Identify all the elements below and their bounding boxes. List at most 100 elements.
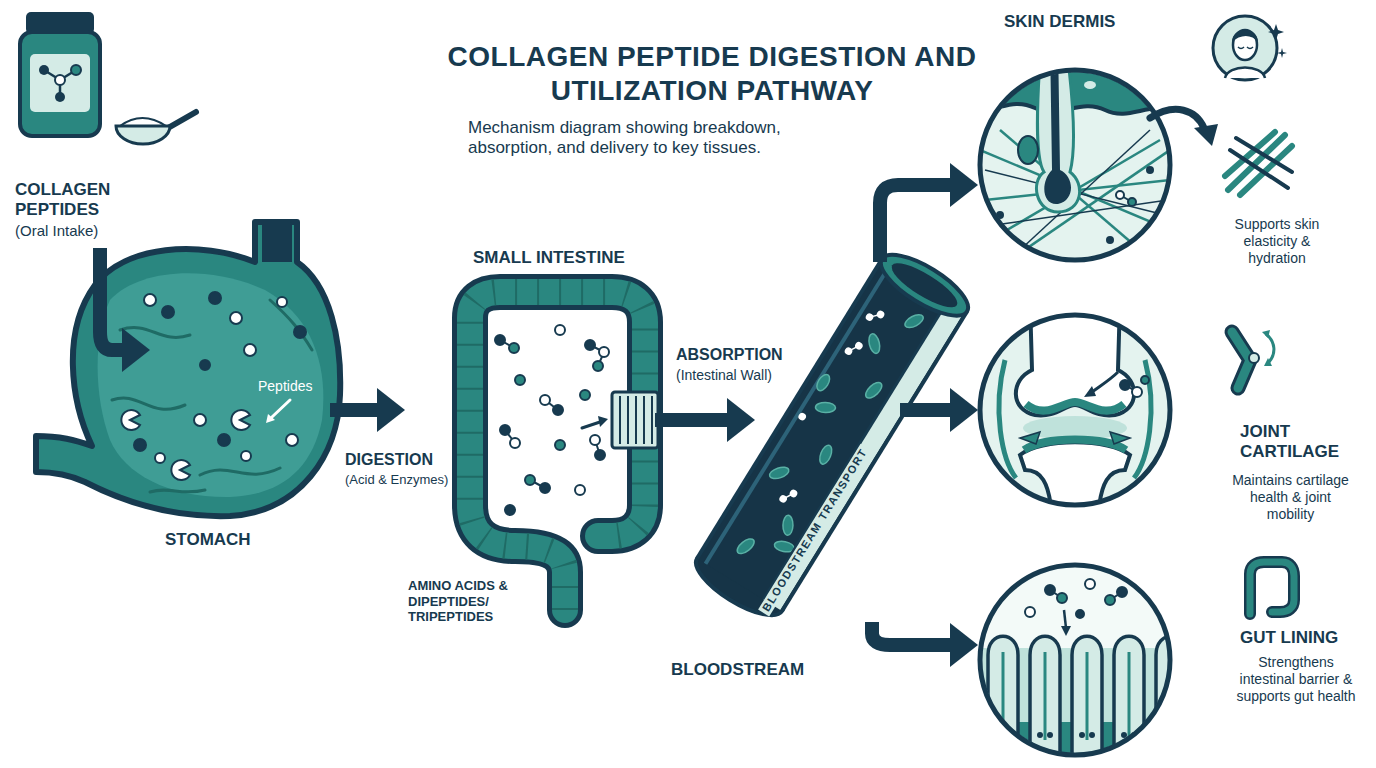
stomach-illustration-part-part	[194, 414, 206, 426]
small-intestine-illustration-part-part	[651, 396, 653, 444]
gut-lining-cross-section	[975, 560, 1186, 762]
stomach-illustration-part-part	[294, 326, 306, 338]
skin-cross-section-part-part	[1044, 40, 1071, 204]
arrow-head	[950, 623, 978, 667]
node-text: Supports skin elasticity & hydration	[1216, 216, 1338, 266]
face-icon-part	[1213, 16, 1277, 80]
skin-cross-section-part-part-part	[1128, 198, 1136, 206]
scoop-part	[168, 112, 196, 128]
small-intestine-illustration-part-part	[540, 395, 550, 405]
blood-vessel-part-part	[865, 313, 873, 321]
stomach-illustration-part	[112, 300, 312, 492]
gut-lining-cross-section-part	[975, 560, 1186, 762]
gut-lining-cross-section-part-part-part	[995, 732, 1001, 738]
blood-vessel-part-part	[844, 347, 852, 355]
stomach-illustration-part	[266, 414, 275, 423]
intestine-node: SMALL INTESTINEAMINO ACIDS & DIPEPTIDES/…	[405, 245, 655, 630]
gut-lining-cross-section-part-part-part	[1037, 732, 1043, 738]
annotation-label: (Intestinal Wall)	[673, 367, 775, 384]
arrow-head	[950, 163, 978, 207]
collagen-fiber-icon-part	[1225, 132, 1292, 195]
blood-vessel-part-part	[735, 536, 757, 556]
face-icon-part	[1232, 30, 1258, 42]
stomach-illustration-part-part	[200, 360, 210, 370]
gut-lining-cross-section-part-part-part	[1025, 607, 1035, 617]
skin-cross-section-part-part-part	[995, 200, 1168, 225]
gut-lining-cross-section-part-part-part	[1057, 593, 1067, 603]
gut-lining-cross-section-part-part-part	[1044, 652, 1047, 740]
flow-arrow	[100, 248, 150, 372]
face-icon-part	[1225, 68, 1265, 79]
gut-node: GUT LININGStrengthens intestinal barrier…	[978, 560, 1366, 760]
skin-cross-section-part-part	[975, 104, 1175, 114]
collagen-fiber-icon-part-part	[1236, 138, 1292, 172]
node-text: Strengthens intestinal barrier & support…	[1230, 654, 1362, 704]
gut-lining-cross-section-part-part	[1061, 626, 1071, 636]
gut-lining-cross-section-part-part-part	[1128, 652, 1131, 740]
blood-vessel-part	[886, 256, 962, 315]
skin-cross-section-part-part-part	[1084, 81, 1096, 89]
knee-icon-part	[1264, 358, 1272, 366]
supplement-jar-part	[20, 32, 100, 136]
blood-vessel-part-part	[768, 465, 790, 481]
gut-lining-cross-section-part-part-part	[1005, 732, 1011, 738]
small-intestine-illustration-part-part	[540, 483, 550, 493]
gut-lining-cross-section-part-part-part	[1086, 652, 1089, 740]
supplement-jar-part	[71, 65, 81, 75]
gut-lining-cross-section-part-part-part	[1076, 610, 1084, 618]
gut-lining-cross-section-part-part-part	[1047, 732, 1053, 738]
blood-vessel-part	[782, 312, 967, 611]
blood-vessel-part-part	[903, 312, 925, 330]
small-intestine-illustration-part-part	[580, 390, 590, 400]
face-icon-part	[1233, 30, 1257, 60]
small-intestine-illustration-part	[470, 292, 645, 610]
flow-arrow	[900, 388, 978, 432]
node-text: (Oral Intake)	[15, 222, 98, 240]
stomach-illustration-part	[36, 222, 340, 516]
collagen-fiber-icon-part-part	[1230, 150, 1288, 188]
stomach-illustration-part-part	[244, 344, 256, 356]
joint-cross-section-part-part	[1134, 360, 1151, 478]
gut-lining-cross-section-part-part	[988, 636, 1186, 760]
skin-cross-section-part-part-part	[1106, 236, 1114, 244]
joint-node: JOINT CARTILAGEMaintains cartilage healt…	[978, 310, 1366, 527]
knee-icon-part	[1232, 332, 1250, 388]
stomach-node: PeptidesSTOMACH	[150, 250, 330, 555]
small-intestine-illustration-part-part	[619, 396, 621, 444]
node-heading: COLLAGEN PEPTIDES	[15, 180, 175, 221]
blood-vessel-part-part	[779, 495, 787, 503]
small-intestine-illustration-part-part	[510, 438, 520, 448]
gut-lining-cross-section-part-part-part	[1105, 595, 1115, 605]
skin-cross-section-part-part-part	[1015, 75, 1025, 81]
blood-vessel-part-part	[783, 515, 794, 535]
skin-cross-section-part-part-part	[1010, 150, 1170, 260]
gut-lining-cross-section-part-part	[1003, 652, 1129, 740]
node-heading: SKIN DERMIS	[1004, 12, 1115, 32]
blood-vessel-part-part	[789, 489, 797, 497]
annotation-label: BLOODSTREAM	[668, 660, 807, 680]
stomach-illustration-part-part	[200, 468, 280, 475]
small-intestine-illustration-part-part	[595, 450, 605, 460]
collagen-fiber-icon-part	[1230, 138, 1292, 188]
joint-cross-section-part-part	[1020, 442, 1130, 520]
stomach-illustration-part	[121, 410, 140, 430]
joint-cross-section-part-part-part	[1132, 387, 1142, 397]
gut-lining-cross-section-part-part-part	[1114, 636, 1144, 760]
arrow-head	[950, 388, 978, 432]
flow-arrow-line	[900, 403, 952, 417]
stomach-illustration-part-part	[286, 434, 298, 446]
blood-vessel-part-part	[815, 402, 835, 413]
small-intestine-illustration-part	[582, 422, 600, 428]
skin-cross-section-part-part	[975, 65, 1175, 265]
blood-vessel-part-part	[798, 412, 806, 420]
stomach-illustration-part-part	[230, 312, 242, 324]
annotation-label: ABSORPTION	[673, 345, 786, 364]
small-intestine-illustration	[470, 292, 658, 610]
small-intestine-illustration-part	[470, 292, 645, 610]
arrow-head	[727, 398, 755, 442]
flow-arrow-line	[330, 403, 379, 417]
flow-arrow	[655, 398, 755, 442]
gut-lining-cross-section-part-part-part	[1045, 585, 1055, 595]
joint-cross-section-part-part	[1110, 432, 1130, 444]
